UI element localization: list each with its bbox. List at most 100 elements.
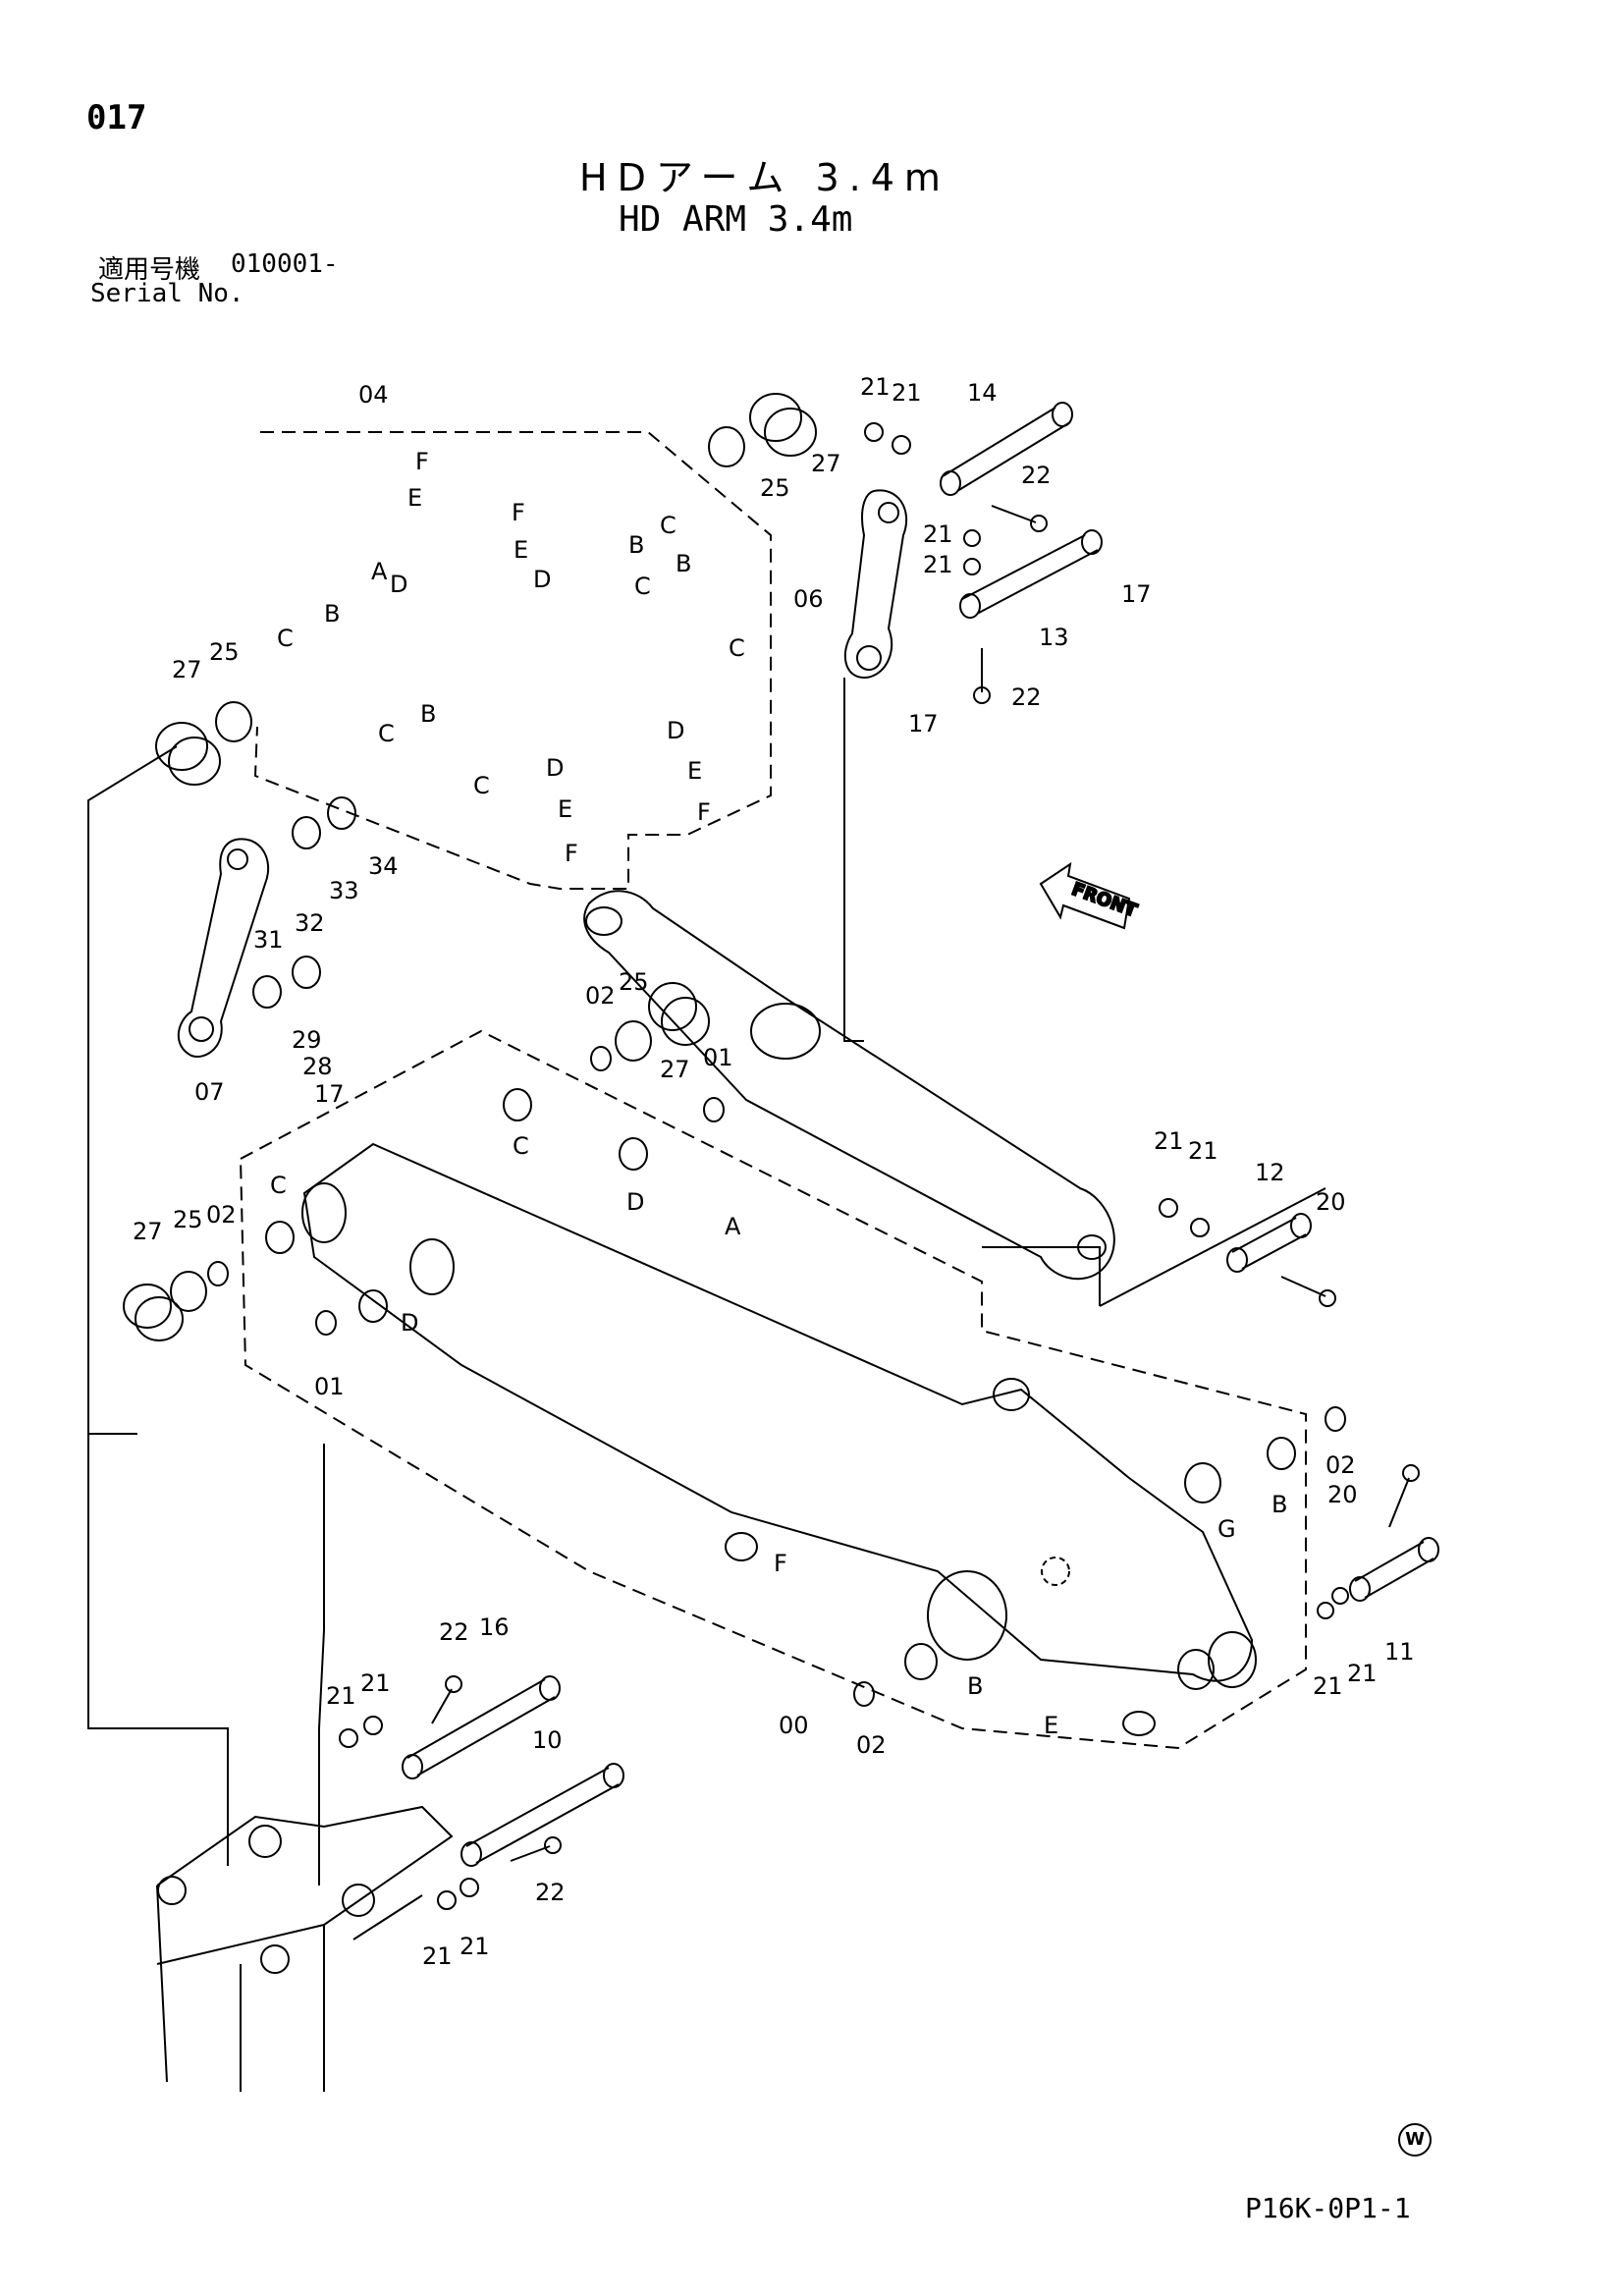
nut-21 bbox=[1317, 1602, 1334, 1619]
callout-22: 22 bbox=[535, 1879, 566, 1906]
label-D: D bbox=[401, 1309, 418, 1337]
arm-boss bbox=[409, 1238, 455, 1295]
label-D: D bbox=[626, 1188, 644, 1216]
link-06-part bbox=[843, 489, 908, 680]
callout-22: 22 bbox=[439, 1618, 469, 1646]
shim-02 bbox=[1325, 1406, 1346, 1432]
callout-02: 02 bbox=[585, 982, 616, 1010]
callout-34: 34 bbox=[368, 852, 399, 880]
arm-boss bbox=[927, 1570, 1007, 1661]
link-07-part bbox=[177, 838, 270, 1058]
label-C: C bbox=[729, 634, 745, 662]
callout-21: 21 bbox=[1154, 1127, 1184, 1155]
callout-25: 25 bbox=[173, 1206, 203, 1233]
callout-00: 00 bbox=[779, 1712, 809, 1739]
shim-02 bbox=[207, 1261, 229, 1286]
washer-33 bbox=[292, 816, 321, 849]
bolt-22 bbox=[510, 1836, 562, 1862]
callout-27: 27 bbox=[133, 1218, 163, 1245]
arm-boss bbox=[1177, 1649, 1215, 1690]
front-arrow: FRONT bbox=[1039, 861, 1141, 930]
callout-20: 20 bbox=[1327, 1481, 1358, 1508]
callout-27: 27 bbox=[172, 656, 202, 683]
nut-21 bbox=[1190, 1218, 1210, 1237]
callout-29: 29 bbox=[292, 1026, 322, 1054]
callout-25: 25 bbox=[760, 474, 790, 502]
callout-02: 02 bbox=[856, 1731, 887, 1759]
label-C: C bbox=[277, 625, 294, 652]
callout-21: 21 bbox=[923, 551, 953, 578]
callout-21: 21 bbox=[1313, 1672, 1343, 1700]
link-06-hole bbox=[856, 645, 882, 671]
bushing-B bbox=[904, 1643, 938, 1680]
label-E: E bbox=[1044, 1712, 1058, 1739]
callout-16: 16 bbox=[479, 1613, 510, 1641]
callout-21: 21 bbox=[460, 1933, 490, 1960]
leader-line bbox=[318, 1444, 325, 1886]
pin-11 bbox=[1349, 1537, 1439, 1602]
callout-17: 17 bbox=[314, 1080, 345, 1108]
label-E: E bbox=[687, 757, 702, 785]
callout-20: 20 bbox=[1316, 1188, 1346, 1216]
label-E: E bbox=[407, 484, 422, 512]
callout-17: 17 bbox=[1121, 580, 1152, 608]
nut-21 bbox=[363, 1716, 383, 1735]
front-arrow-label: FRONT bbox=[1069, 879, 1141, 922]
page-number: 017 bbox=[86, 98, 147, 137]
leader-line bbox=[1099, 1187, 1326, 1307]
bushing-B bbox=[1267, 1437, 1296, 1470]
callout-27: 27 bbox=[660, 1056, 690, 1083]
callout-17: 17 bbox=[908, 710, 939, 738]
arm-body bbox=[302, 1142, 1254, 1682]
callout-28: 28 bbox=[302, 1053, 333, 1080]
bucket-cylinder bbox=[583, 890, 1115, 1281]
label-C: C bbox=[513, 1132, 529, 1160]
bolt-22 bbox=[991, 505, 1048, 532]
callout-22: 22 bbox=[1021, 462, 1052, 489]
callout-21: 21 bbox=[326, 1682, 356, 1710]
callout-02: 02 bbox=[1325, 1451, 1356, 1479]
label-B: B bbox=[967, 1672, 983, 1700]
label-B: B bbox=[420, 700, 436, 728]
bolt-22 bbox=[973, 648, 991, 704]
callout-21: 21 bbox=[892, 379, 922, 407]
boom-pin-hole bbox=[342, 1884, 375, 1917]
washer-31 bbox=[252, 975, 282, 1009]
shim-01 bbox=[315, 1310, 337, 1336]
bushing-D bbox=[619, 1137, 648, 1171]
nut-21 bbox=[864, 422, 884, 442]
callout-21: 21 bbox=[360, 1669, 391, 1697]
bushing-C bbox=[265, 1221, 295, 1254]
label-B: B bbox=[628, 531, 644, 559]
nut-21 bbox=[460, 1878, 479, 1897]
callout-25: 25 bbox=[619, 968, 649, 996]
pin-10 bbox=[460, 1763, 624, 1867]
label-B: B bbox=[1271, 1491, 1287, 1518]
callout-14: 14 bbox=[967, 379, 998, 407]
label-B: B bbox=[324, 600, 340, 628]
label-E: E bbox=[514, 536, 528, 564]
label-F: F bbox=[512, 499, 525, 526]
nut-21 bbox=[437, 1890, 457, 1910]
arm-boss bbox=[1208, 1631, 1257, 1688]
drawing-code: P16K-0P1-1 bbox=[1245, 2192, 1411, 2224]
callout-01: 01 bbox=[314, 1373, 345, 1400]
callout-22: 22 bbox=[1011, 683, 1042, 711]
nut-21 bbox=[963, 558, 981, 575]
assembly-04-boundary bbox=[253, 431, 772, 890]
serial-label-english: Serial No. bbox=[90, 279, 244, 308]
boom-pin-hole bbox=[248, 1825, 282, 1858]
bushing-27-top bbox=[749, 393, 817, 457]
boom-pin-hole bbox=[157, 1876, 187, 1905]
leader-line bbox=[87, 745, 229, 1866]
washer-34 bbox=[327, 796, 356, 830]
callout-21: 21 bbox=[860, 373, 891, 401]
label-F: F bbox=[565, 840, 578, 867]
label-A: A bbox=[725, 1213, 741, 1240]
nut-21 bbox=[963, 529, 981, 547]
callout-33: 33 bbox=[329, 877, 359, 904]
shim-01 bbox=[703, 1097, 725, 1122]
bushing-27-left bbox=[155, 722, 221, 786]
callout-10: 10 bbox=[532, 1726, 563, 1754]
nut-21 bbox=[339, 1728, 358, 1748]
